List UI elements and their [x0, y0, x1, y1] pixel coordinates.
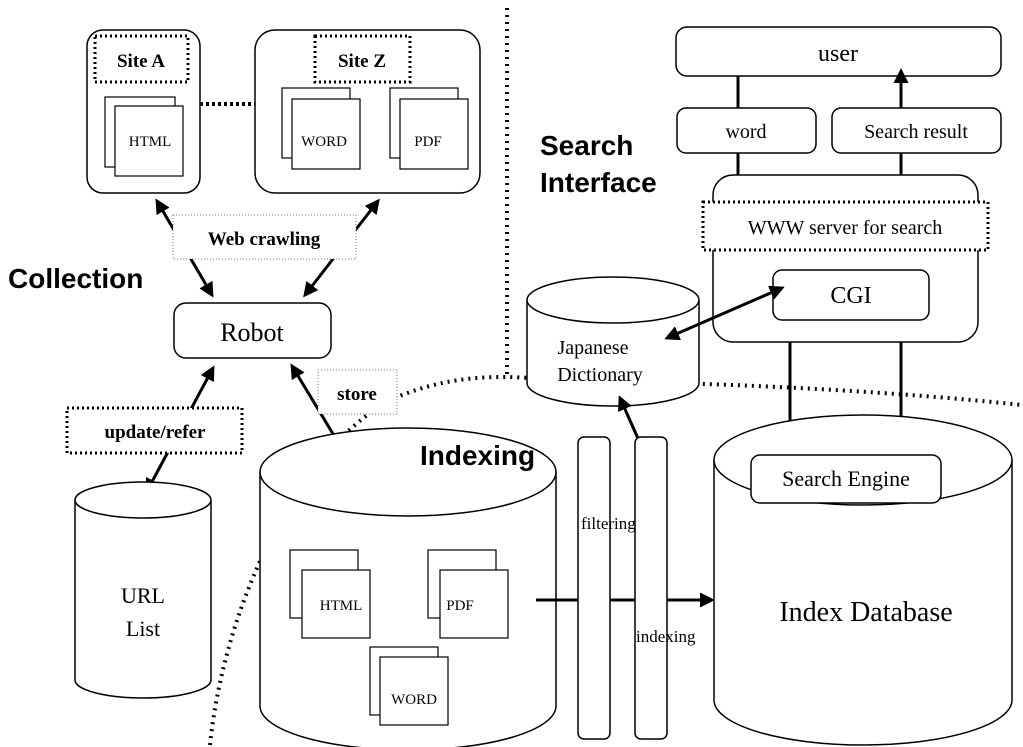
word-box	[676, 107, 817, 154]
indexing-label: indexing	[636, 627, 696, 646]
document-store-body	[259, 472, 557, 747]
store-word-label: WORD	[391, 692, 437, 708]
web-crawling-label: Web crawling	[208, 229, 321, 250]
store-label: store	[337, 384, 377, 405]
site-z-word-label: WORD	[301, 134, 347, 150]
website-z-group: Site Z WORD PDF	[254, 29, 481, 194]
search-result-label: Search result	[864, 121, 968, 143]
document-store-cylinder: HTML PDF WORD	[259, 427, 557, 747]
update-refer-label-box	[65, 406, 244, 455]
divider-indexing-curve	[208, 375, 531, 746]
url-list-label-line1: URL	[121, 583, 165, 608]
site-a-label: Site A	[117, 51, 165, 72]
indexing-column	[634, 436, 668, 740]
web-crawling-label-box	[172, 214, 357, 260]
website-a-group: Site A HTML	[86, 29, 201, 194]
dictionary-top	[526, 276, 700, 324]
document-store-top	[259, 427, 557, 517]
www-server-label-box	[701, 200, 990, 252]
site-z-label-box	[313, 34, 412, 84]
filtering-label: filtering	[581, 514, 636, 533]
robot-box	[173, 302, 332, 359]
dictionary-cgi-arrow	[664, 285, 785, 341]
www-server-label: WWW server for search	[748, 217, 943, 239]
index-database-label: Index Database	[779, 597, 952, 628]
store-pdf-label: PDF	[446, 598, 474, 614]
japanese-dictionary-cylinder: Japanese Dictionary	[526, 276, 700, 407]
store-html-label: HTML	[320, 598, 363, 614]
store-pdf-doc-front	[439, 569, 509, 639]
url-list-cylinder: URL List	[74, 481, 212, 699]
site-z-pdf-label: PDF	[414, 134, 442, 150]
cgi-label: CGI	[830, 283, 871, 309]
search-interface-label-line2: Interface	[540, 167, 657, 198]
word-doc-front	[291, 98, 361, 170]
store-word-doc-front	[379, 656, 449, 726]
site-a-label-box	[93, 34, 190, 84]
index-database-body	[713, 460, 1013, 746]
site-a-html-label: HTML	[129, 134, 172, 150]
site-z-label: Site Z	[338, 51, 386, 72]
store-label-box	[317, 369, 398, 415]
search-engine-box	[750, 454, 942, 504]
indexing-region-label: Indexing	[420, 440, 535, 471]
url-list-top	[74, 481, 212, 519]
user-box	[675, 26, 1002, 77]
pdf-doc-front	[399, 98, 469, 170]
update-refer-label: update/refer	[105, 422, 207, 443]
word-label: word	[725, 121, 766, 143]
robot-label: Robot	[220, 318, 284, 347]
filtering-column	[577, 436, 611, 740]
url-list-label-line2: List	[126, 616, 160, 641]
store-html-doc-front	[301, 569, 371, 639]
url-list-body	[74, 500, 212, 699]
search-engine-label: Search Engine	[782, 466, 910, 491]
search-result-box	[831, 107, 1002, 154]
dictionary-label-line1: Japanese	[557, 337, 628, 359]
dictionary-label-line2: Dictionary	[557, 364, 643, 386]
collection-region-label: Collection	[8, 263, 143, 294]
search-interface-label-line1: Search	[540, 130, 633, 161]
html-doc-front	[114, 105, 184, 177]
user-label: user	[818, 41, 858, 67]
dictionary-body	[526, 300, 700, 407]
